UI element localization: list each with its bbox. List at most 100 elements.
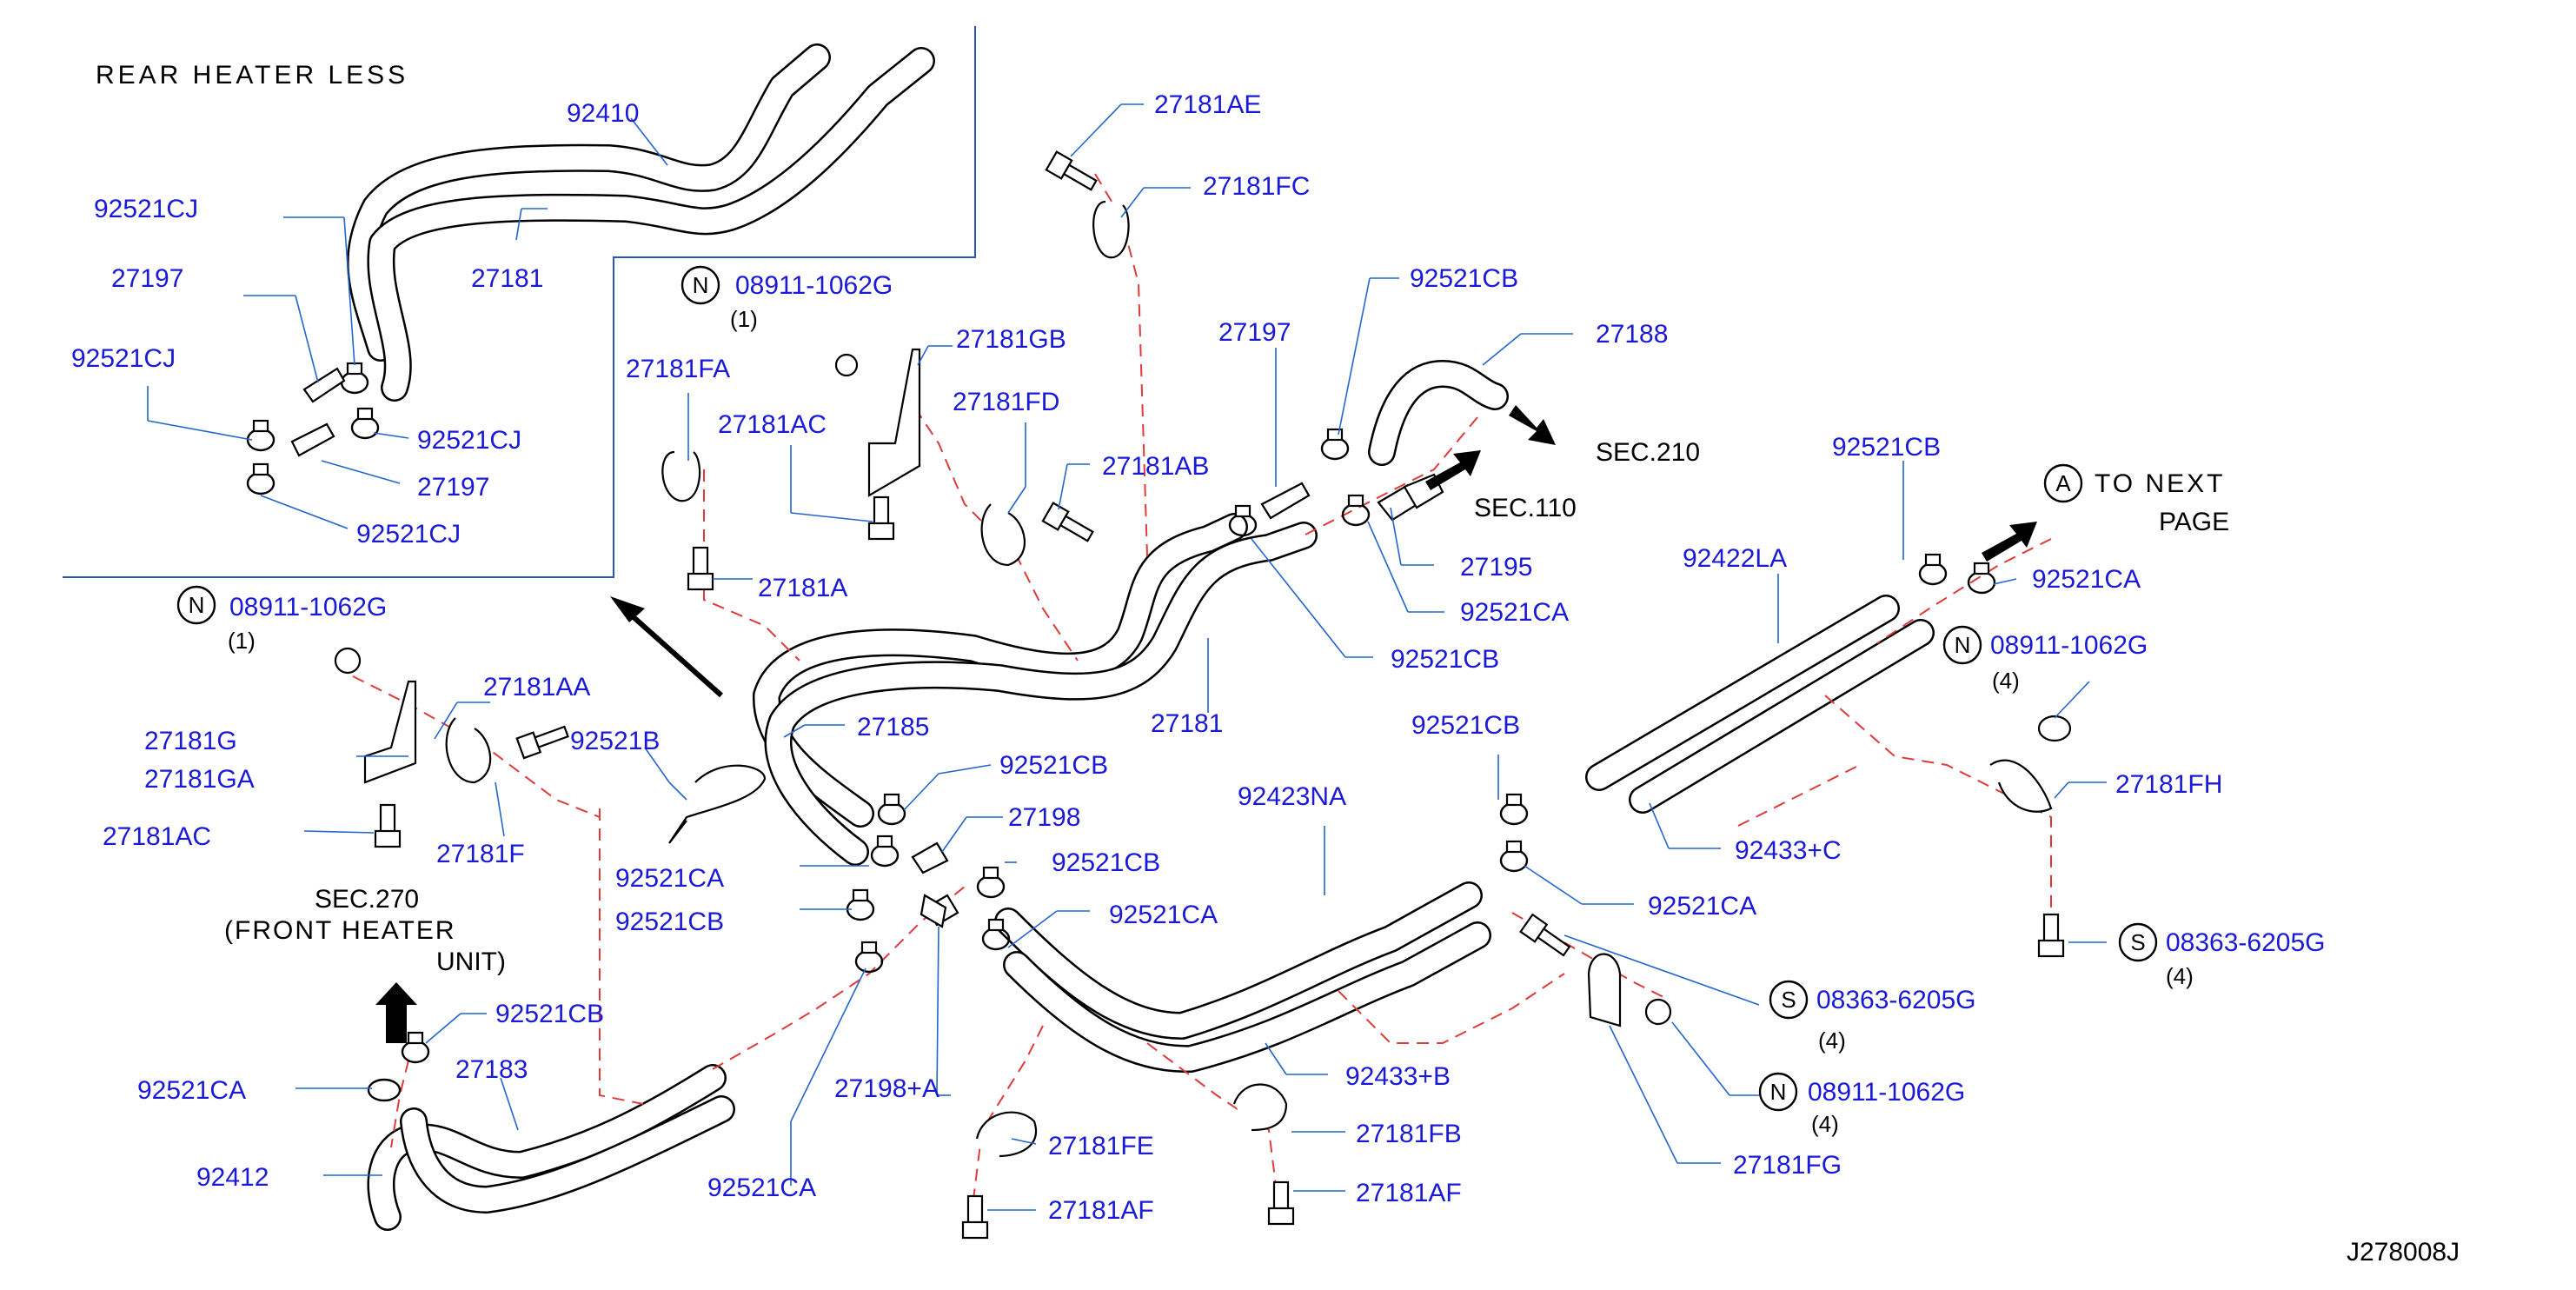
part-label[interactable]: 27181AC [718, 410, 827, 439]
part-label[interactable]: 27181AB [1102, 452, 1209, 481]
part-label[interactable]: 92410 [567, 99, 639, 128]
bolt-icons [374, 150, 2065, 1240]
part-label[interactable]: 27197 [417, 473, 489, 502]
part-label[interactable]: 92521CJ [71, 344, 176, 373]
a-circle-icon: A [2043, 463, 2083, 503]
sec270-label[interactable]: SEC.270 [315, 885, 419, 914]
part-label[interactable]: 92521CA [137, 1076, 246, 1105]
part-label[interactable]: 27181FA [626, 355, 730, 383]
part-label[interactable]: 27181FH [2115, 770, 2222, 799]
to-next-page-label[interactable]: TO NEXT [2095, 469, 2225, 498]
sec270-desc: (FRONT HEATER [224, 916, 456, 945]
part-label[interactable]: 27188 [1596, 320, 1668, 349]
part-label[interactable]: 08911-1062G [735, 271, 893, 300]
sec270-desc-2: UNIT) [436, 948, 506, 976]
svg-text:N: N [693, 272, 709, 298]
n-circle-icon: N [1942, 625, 1982, 665]
part-label[interactable]: 92521CA [707, 1174, 816, 1202]
part-label[interactable]: 92521CB [1832, 433, 1941, 462]
part-label[interactable]: 08363-6205G [1816, 986, 1976, 1014]
svg-text:S: S [1781, 987, 1796, 1013]
part-label[interactable]: 27181AC [103, 822, 211, 851]
part-label[interactable]: 27181A [758, 574, 847, 602]
part-label[interactable]: 92521CJ [356, 520, 461, 549]
part-label[interactable]: 92521CB [495, 1000, 604, 1028]
part-label[interactable]: 92521B [570, 727, 660, 755]
part-label[interactable]: 92521CJ [417, 426, 521, 455]
nut-icons [334, 353, 2072, 1026]
part-label[interactable]: 92422LA [1683, 544, 1787, 573]
part-label[interactable]: 27197 [1218, 318, 1291, 347]
part-label[interactable]: 27195 [1460, 553, 1532, 582]
part-label[interactable]: 27181 [471, 264, 543, 293]
part-label[interactable]: 27185 [857, 713, 929, 741]
part-label[interactable]: 27181AF [1356, 1179, 1462, 1207]
hose-group [347, 43, 1935, 1231]
tee-fitting-icons [911, 841, 959, 928]
bracket-icons [363, 200, 2053, 1158]
part-label[interactable]: 92521CA [1109, 901, 1218, 929]
part-label[interactable]: 92521CB [1410, 264, 1518, 293]
part-label[interactable]: 92423NA [1238, 782, 1346, 811]
svg-text:S: S [2130, 929, 2145, 955]
tie-strap-icon [668, 764, 767, 844]
part-label[interactable]: 08911-1062G [1808, 1078, 1965, 1107]
quantity: (1) [730, 306, 758, 332]
part-label[interactable]: 27181G [144, 727, 237, 755]
symbol-icons: N N N N S S A [176, 265, 2158, 1112]
part-label[interactable]: 27181F [436, 840, 525, 868]
part-labels: 92410 92521CJ 27197 27181 92521CJ 92521C… [71, 90, 2326, 1225]
part-label[interactable]: 08911-1062G [1990, 631, 2148, 660]
svg-text:N: N [189, 592, 205, 618]
part-label[interactable]: 92521CA [1460, 598, 1569, 627]
svg-text:A: A [2055, 470, 2071, 496]
svg-text:N: N [1770, 1079, 1787, 1105]
part-label[interactable]: 27197 [111, 264, 183, 293]
part-label[interactable]: 92433+C [1735, 836, 1842, 865]
quantity: (1) [228, 628, 256, 654]
part-label[interactable]: 92521CB [615, 908, 724, 936]
part-label[interactable]: 27181GB [956, 325, 1066, 354]
reference-text: SEC.210 SEC.110 SEC.270 (FRONT HEATER UN… [224, 438, 2460, 1267]
sec110-label[interactable]: SEC.110 [1474, 494, 1577, 522]
part-label[interactable]: 92433+B [1345, 1062, 1451, 1091]
part-label[interactable]: 27181FD [953, 388, 1059, 416]
part-label[interactable]: 27198+A [834, 1074, 939, 1103]
part-label[interactable]: 27181AA [483, 673, 590, 702]
part-label[interactable]: 92521CB [1411, 711, 1520, 740]
part-label[interactable]: 27181GA [144, 765, 255, 794]
part-label[interactable]: 92521CB [1052, 848, 1160, 877]
quantity: (4) [1811, 1111, 1839, 1137]
part-label[interactable]: 08911-1062G [229, 593, 387, 622]
part-label[interactable]: 92521CA [1648, 892, 1756, 921]
part-label[interactable]: 27181FB [1356, 1120, 1462, 1148]
arrow-icons [375, 405, 2037, 1043]
s-circle-icon: S [1769, 980, 1809, 1020]
s-circle-icon: S [2118, 922, 2158, 962]
svg-text:N: N [1955, 632, 1971, 658]
part-label[interactable]: 92521CB [1391, 645, 1499, 674]
sec210-label[interactable]: SEC.210 [1596, 438, 1700, 467]
part-label[interactable]: 27181AE [1154, 90, 1261, 119]
part-label[interactable]: 27181AF [1048, 1196, 1154, 1225]
part-label[interactable]: 92521CA [2032, 565, 2141, 594]
inset-title: REAR HEATER LESS [96, 61, 408, 90]
n-circle-icon: N [176, 585, 216, 625]
inset-frame: REAR HEATER LESS [63, 26, 976, 578]
part-label[interactable]: 27181FC [1203, 172, 1310, 201]
part-label[interactable]: 92521CJ [94, 195, 198, 223]
quantity: (4) [1992, 668, 2020, 694]
part-label[interactable]: 27198 [1008, 803, 1080, 832]
part-label[interactable]: 92521CB [999, 751, 1108, 780]
part-label[interactable]: 27181FG [1733, 1151, 1842, 1180]
part-label[interactable]: 92521CA [615, 864, 724, 893]
part-label[interactable]: 27181 [1151, 709, 1223, 738]
part-label[interactable]: 27181FE [1048, 1132, 1154, 1160]
hose-clamp-icons [246, 362, 1996, 1102]
part-label[interactable]: 08363-6205G [2166, 928, 2326, 957]
dashed-lines [352, 173, 2052, 1200]
part-label[interactable]: 92412 [196, 1163, 269, 1192]
quantity: (4) [1818, 1027, 1846, 1054]
part-label[interactable]: 27183 [455, 1055, 528, 1084]
